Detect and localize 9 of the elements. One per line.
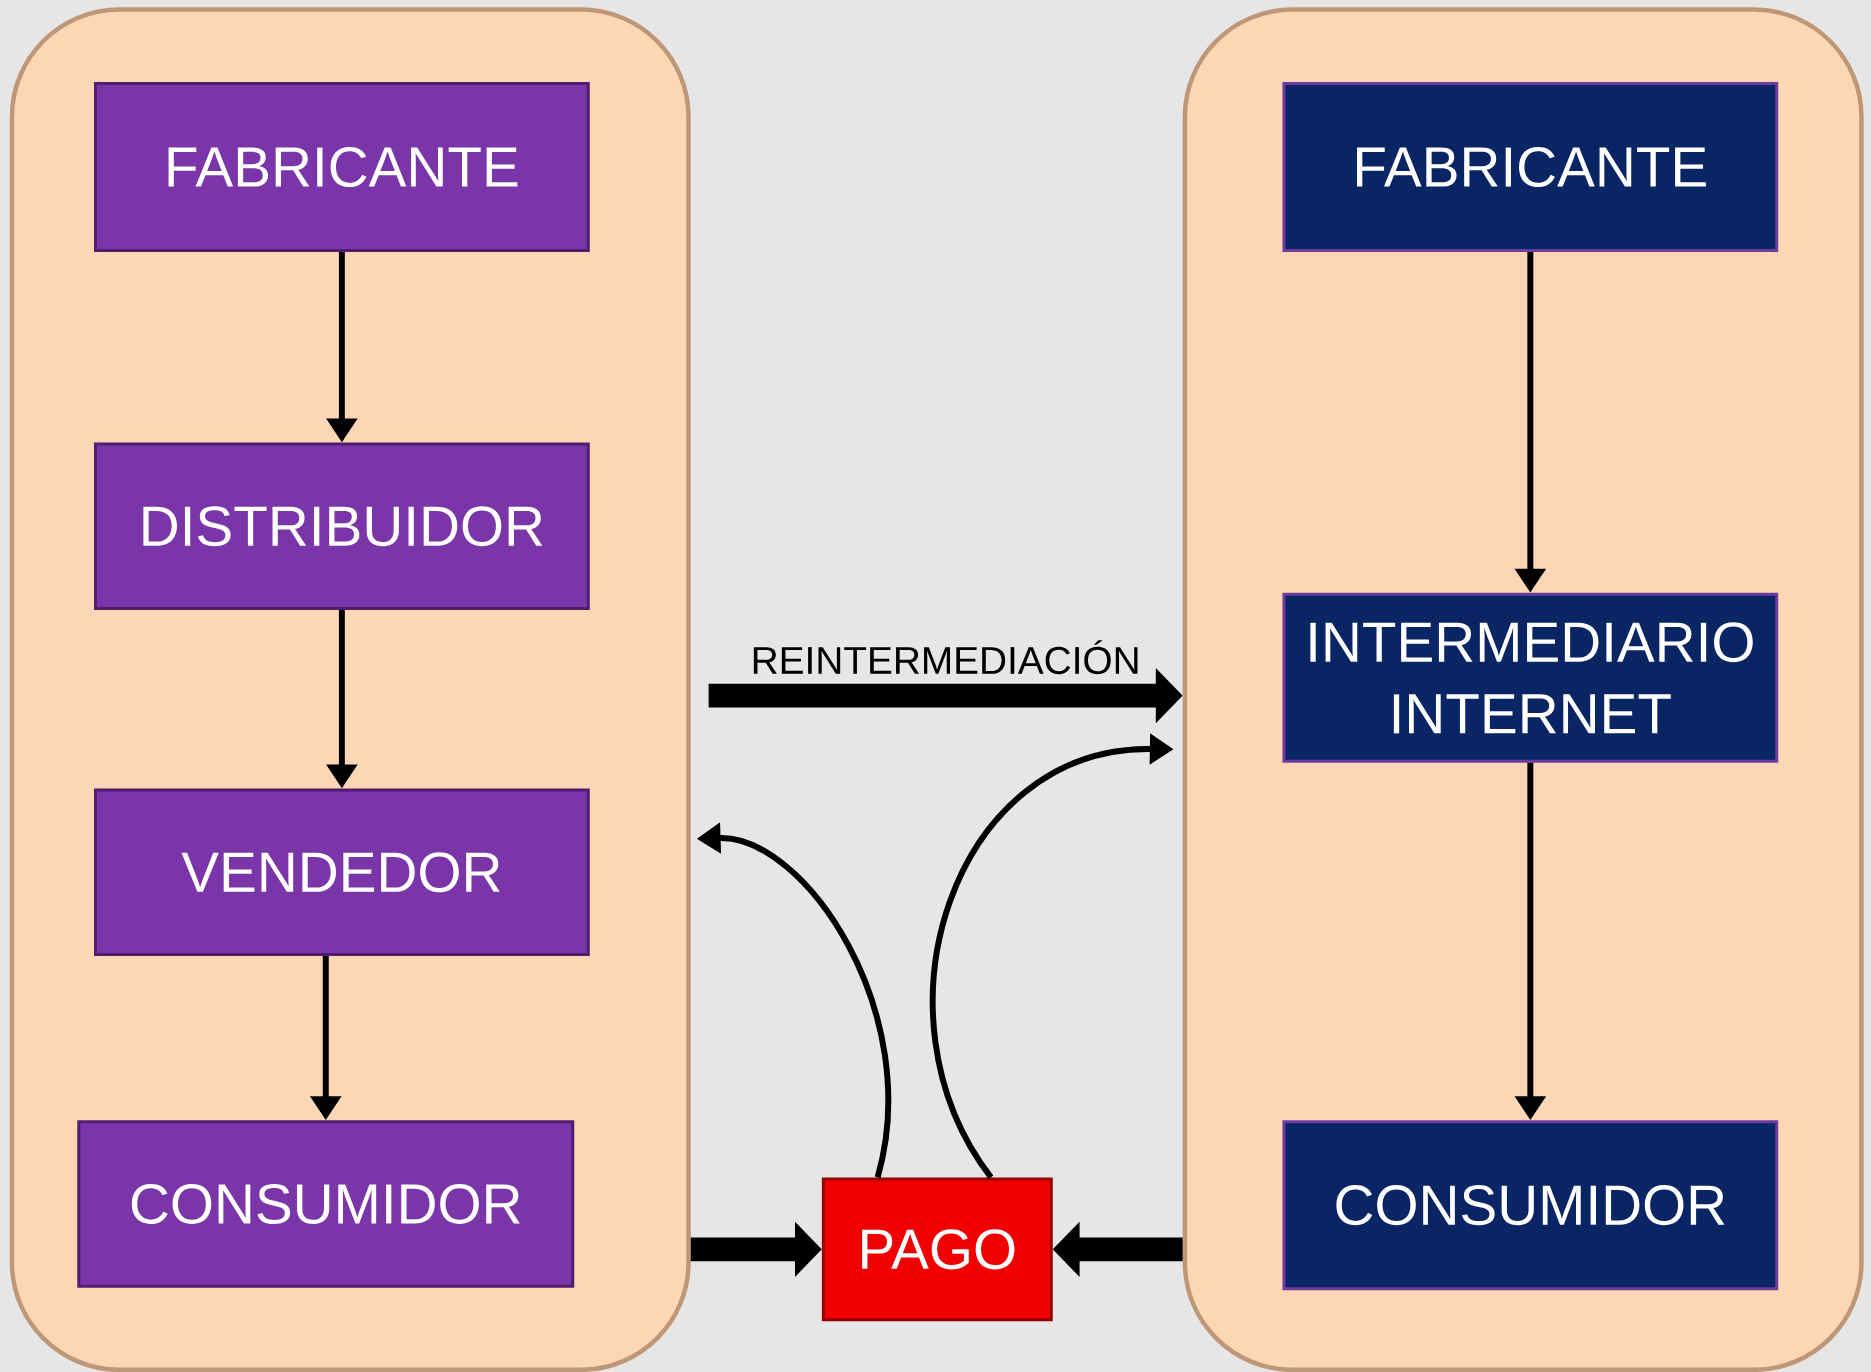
edge-label: REINTERMEDIACIÓN (747, 637, 1144, 678)
process-box: DISTRIBUIDOR (94, 442, 590, 610)
process-box: VENDEDOR (94, 788, 590, 956)
payment-box: PAGO (821, 1177, 1053, 1322)
process-box: FABRICANTE (1282, 81, 1779, 252)
process-box: FABRICANTE (94, 81, 590, 252)
process-box: CONSUMIDOR (77, 1120, 575, 1288)
process-box: INTERMEDIARIO INTERNET (1282, 592, 1779, 763)
process-box: CONSUMIDOR (1282, 1120, 1779, 1291)
